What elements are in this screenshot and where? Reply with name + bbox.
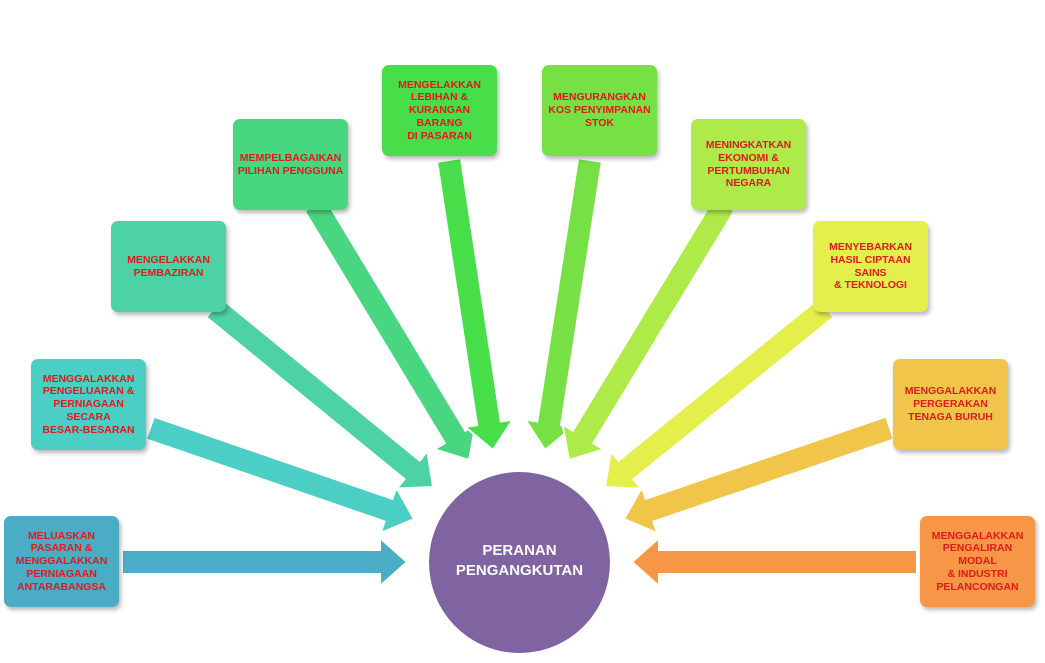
role-7-line-3: PERTUMBUHAN bbox=[707, 164, 790, 177]
arrow-1 bbox=[121, 535, 409, 589]
role-label-10: MENGGALAKKAN PENGALIRAN MODAL & INDUSTRI… bbox=[924, 530, 1031, 594]
role-box-4: MEMPELBAGAIKAN PILIHAN PENGGUNA bbox=[233, 119, 348, 210]
role-5-line-2: LEBIHAN & bbox=[410, 91, 469, 104]
role-2-line-2: PENGELUARAN & bbox=[42, 385, 135, 398]
role-1-line-4: PERNIAGAAN bbox=[26, 567, 97, 580]
role-7-line-4: NEGARA bbox=[725, 177, 772, 190]
role-label-6: MENGURANGKAN KOS PENYIMPANAN STOK bbox=[548, 91, 650, 129]
role-2-line-4: BESAR-BESARAN bbox=[42, 423, 135, 436]
role-6-line-2: KOS PENYIMPANAN bbox=[548, 104, 651, 117]
role-label-5: MENGELAKKAN LEBIHAN & KURANGAN BARANG DI… bbox=[386, 79, 493, 143]
arrow-9 bbox=[622, 415, 896, 535]
role-label-9: MENGGALAKKAN PERGERAKAN TENAGA BURUH bbox=[905, 385, 997, 423]
role-4-line-2: PILIHAN PENGGUNA bbox=[237, 164, 344, 177]
role-9-line-2: PERGERAKAN bbox=[913, 398, 988, 411]
role-label-8: MENYEBARKAN HASIL CIPTAAN SAINS & TEKNOL… bbox=[817, 241, 924, 292]
role-box-7: MENINGKATKAN EKONOMI & PERTUMBUHAN NEGAR… bbox=[691, 119, 806, 210]
role-1-line-1: MELUASKAN bbox=[27, 529, 96, 542]
role-label-3: MENGELAKKAN PEMBAZIRAN bbox=[127, 254, 210, 280]
role-9-line-3: TENAGA BURUH bbox=[908, 410, 993, 423]
center-label: PERANAN PENGANGKUTAN bbox=[456, 541, 583, 580]
role-box-3: MENGELAKKAN PEMBAZIRAN bbox=[111, 221, 226, 312]
center-label-line-1: PERANAN bbox=[482, 542, 557, 559]
role-label-1: MELUASKAN PASARAN & MENGGALAKKAN PERNIAG… bbox=[16, 530, 108, 594]
role-6-line-1: MENGURANGKAN bbox=[553, 91, 646, 104]
arrow-3 bbox=[204, 297, 435, 490]
role-5-line-1: MENGELAKKAN bbox=[398, 78, 481, 91]
role-box-1: MELUASKAN PASARAN & MENGGALAKKAN PERNIAG… bbox=[4, 516, 119, 607]
role-box-10: MENGGALAKKAN PENGALIRAN MODAL & INDUSTRI… bbox=[920, 516, 1035, 607]
role-5-line-4: DI PASARAN bbox=[407, 129, 472, 142]
role-3-line-1: MENGELAKKAN bbox=[127, 253, 210, 266]
arrow-10 bbox=[630, 535, 918, 589]
center-label-line-2: PENGANGKUTAN bbox=[455, 561, 584, 579]
role-9-line-1: MENGGALAKKAN bbox=[904, 385, 997, 398]
role-10-line-1: MENGGALAKKAN bbox=[931, 529, 1024, 542]
role-10-line-3: & INDUSTRI bbox=[947, 567, 1008, 580]
role-8-line-2: HASIL CIPTAAN SAINS bbox=[830, 253, 911, 279]
role-5-line-3: KURANGAN BARANG bbox=[408, 104, 471, 129]
role-3-line-2: PEMBAZIRAN bbox=[133, 266, 204, 279]
arrow-5 bbox=[435, 157, 515, 452]
role-label-7: MENINGKATKAN EKONOMI & PERTUMBUHAN NEGAR… bbox=[706, 139, 792, 190]
role-1-line-5: ANTARABANGSA bbox=[16, 580, 107, 593]
role-box-2: MENGGALAKKAN PENGELUARAN & PERNIAGAAN SE… bbox=[31, 359, 146, 450]
role-1-line-3: MENGGALAKKAN bbox=[15, 555, 108, 568]
role-10-line-2: PENGALIRAN MODAL bbox=[942, 542, 1013, 568]
arrow-6 bbox=[523, 157, 604, 452]
role-1-line-2: PASARAN & bbox=[30, 542, 93, 555]
center-circle: PERANAN PENGANGKUTAN bbox=[429, 472, 610, 653]
role-box-5: MENGELAKKAN LEBIHAN & KURANGAN BARANG DI… bbox=[382, 65, 497, 156]
role-6-line-3: STOK bbox=[585, 116, 614, 129]
role-box-8: MENYEBARKAN HASIL CIPTAAN SAINS & TEKNOL… bbox=[813, 221, 928, 312]
role-7-line-1: MENINGKATKAN bbox=[705, 138, 792, 151]
role-box-6: MENGURANGKAN KOS PENYIMPANAN STOK bbox=[542, 65, 657, 156]
arrow-4 bbox=[303, 197, 477, 462]
role-7-line-2: EKONOMI & bbox=[718, 151, 779, 164]
arrow-8 bbox=[603, 297, 836, 490]
role-label-4: MEMPELBAGAIKAN PILIHAN PENGGUNA bbox=[238, 152, 344, 178]
role-box-9: MENGGALAKKAN PERGERAKAN TENAGA BURUH bbox=[893, 359, 1008, 450]
role-label-2: MENGGALAKKAN PENGELUARAN & PERNIAGAAN SE… bbox=[35, 373, 142, 437]
role-2-line-1: MENGGALAKKAN bbox=[42, 372, 135, 385]
role-2-line-3: PERNIAGAAN SECARA bbox=[53, 398, 124, 423]
role-4-line-1: MEMPELBAGAIKAN bbox=[239, 151, 342, 164]
arrow-7 bbox=[561, 197, 736, 462]
arrow-2 bbox=[144, 415, 416, 535]
role-10-line-4: PELANCONGAN bbox=[936, 580, 1019, 593]
role-8-line-3: & TEKNOLOGI bbox=[834, 279, 907, 292]
role-8-line-1: MENYEBARKAN bbox=[829, 240, 912, 253]
